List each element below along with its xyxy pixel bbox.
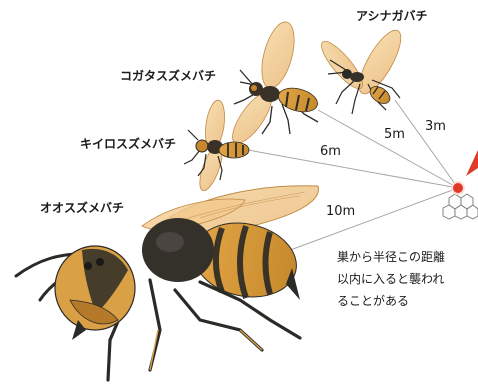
nest-marker-icon [452,182,464,194]
honeycomb-icon [443,194,478,219]
caption-line-3: ることがある [337,290,477,312]
label-ashinaga: アシナガバチ [356,8,428,23]
label-kiiro: キイロスズメバチ [80,136,176,151]
distance-ashinaga: 3m [425,119,446,134]
distance-kogata: 5m [384,127,405,142]
kogata-hornet-illustration [226,19,320,149]
caption-line-1: 巣から半径この距離 [337,246,477,268]
nest [443,150,478,219]
kiiro-hornet-illustration [184,99,249,193]
label-kogata: コガタスズメバチ [120,68,216,83]
line-ashinaga [395,100,458,188]
ashinaga-wasp-illustration [316,25,409,114]
alert-spike-icon [466,150,478,176]
distance-oosuzume: 10m [326,204,355,219]
label-oosuzume: オオスズメバチ [40,200,124,215]
caption: 巣から半径この距離 以内に入ると襲われ ることがある [337,246,477,312]
line-kiiro [248,150,458,188]
caption-line-2: 以内に入ると襲われ [337,268,477,290]
distance-kiiro: 6m [320,144,341,159]
